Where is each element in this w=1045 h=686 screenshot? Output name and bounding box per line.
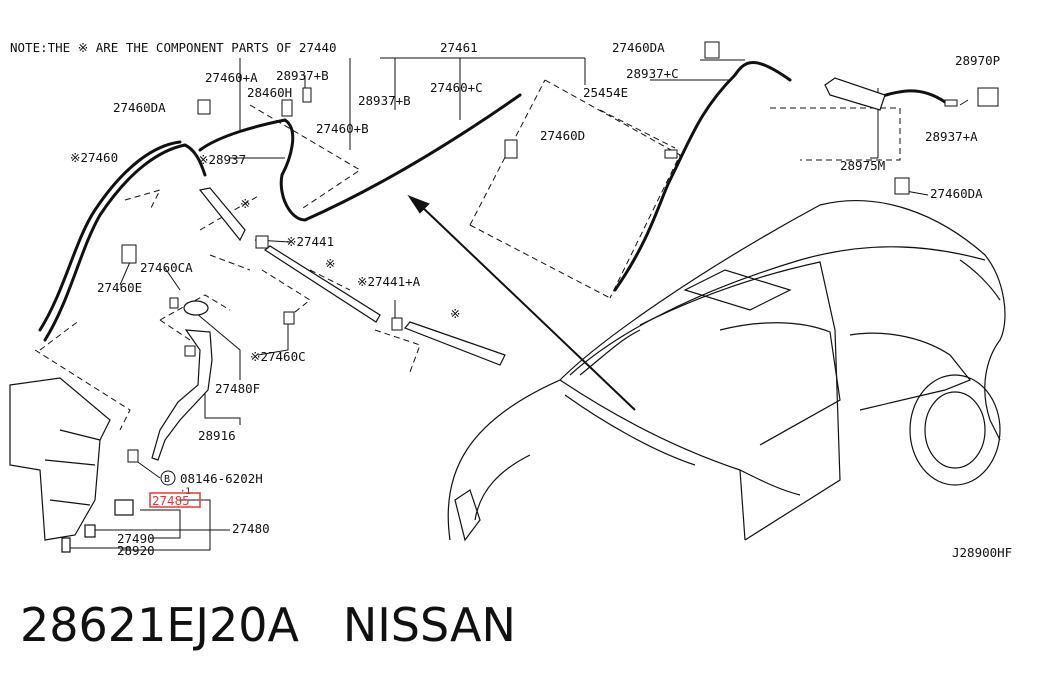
clips [121,41,999,463]
label-28937A: 28937+A [925,129,978,144]
label-27460D: 27460D [540,128,585,143]
label-27460C: 27460+C [430,80,483,95]
label-28937-star: ※28937 [198,152,246,167]
label-28937C: 28937+C [626,66,679,81]
label-28460H: 28460H [247,85,292,100]
figure-code: J28900HF [952,545,1012,560]
label-27480: 27480 [232,521,270,536]
bolt-marker-circle [160,470,176,486]
part-caption: 28621EJ20A NISSAN [20,598,516,652]
pointer-arrow [407,194,636,411]
highlight-box-27485 [149,492,201,508]
dashed-frames [34,79,901,431]
label-27490: 27490 [117,531,155,546]
star-mark-2: ※ [325,256,335,271]
label-27460CA: 27460CA [140,260,193,275]
label-27460DA-left: 27460DA [113,100,166,115]
filler-neck [151,300,213,461]
label-08146-6202H: 08146-6202H [180,471,263,486]
washer-system-diagram: NOTE:THE ※ ARE THE COMPONENT PARTS OF 27… [9,40,1012,560]
label-27460DA-top: 27460DA [612,40,665,55]
label-28920: 28920 [117,543,155,558]
label-27460DA-right: 27460DA [930,186,983,201]
star-mark-1: ※ [240,196,250,211]
star-mark-3: ※ [450,306,460,321]
label-28916: 28916 [198,428,236,443]
car-outline [447,200,1006,542]
label-27460-star: ※27460 [70,150,118,165]
label-27460B: 27460+B [316,121,369,136]
label-27441A-star: ※27441+A [357,274,421,289]
label-27461: 27461 [440,40,478,55]
label-27441-star: ※27441 [286,234,334,249]
label-27485: 27485 [152,493,190,508]
label-28937B: 28937+B [358,93,411,108]
bolt-marker-letter: B [164,474,170,485]
label-25454E: 25454E [583,85,628,100]
note-text: NOTE:THE ※ ARE THE COMPONENT PARTS OF 27… [10,40,337,55]
label-27485-highlight-index: ·1 [180,487,191,497]
label-27460A: 27460+A [205,70,258,85]
label-28937B-top: 28937+B [276,68,329,83]
label-27480F: 27480F [215,381,260,396]
label-28970P: 28970P [955,53,1000,68]
label-27460C-star: ※27460C [250,349,306,364]
washer-reservoir [9,377,134,553]
label-27460E: 27460E [97,280,142,295]
label-28975M: 28975M [840,158,885,173]
